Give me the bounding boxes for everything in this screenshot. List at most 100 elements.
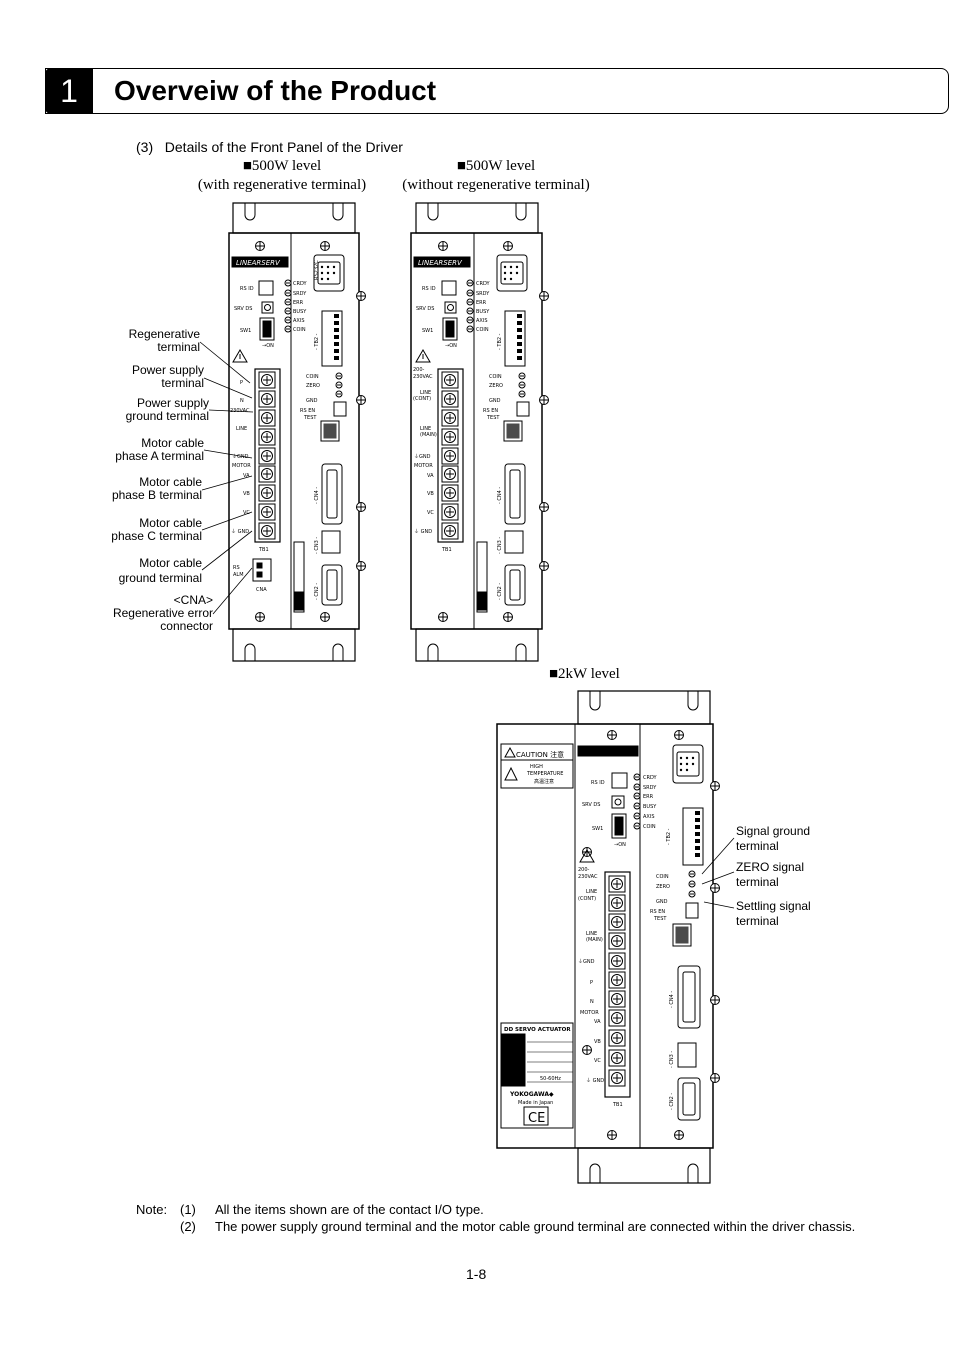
svg-text:ERR: ERR [476,300,487,306]
svg-text:(CONT): (CONT) [578,896,596,902]
svg-text:CRDY: CRDY [476,281,491,287]
svg-text:COIN: COIN [293,327,306,333]
svg-text:RS EN: RS EN [483,408,498,414]
svg-text:TEST: TEST [303,415,317,421]
svg-text:COIN: COIN [489,374,502,380]
svg-text:200-: 200- [578,867,590,873]
notes-label: Note: [136,1202,168,1217]
svg-text:RS: RS [233,565,240,571]
svg-text:VA: VA [243,473,250,479]
svg-text:TEST: TEST [486,415,500,421]
svg-text:COIN: COIN [476,327,489,333]
svg-text:(MAIN): (MAIN) [586,937,603,943]
callout-regenerative-terminal: Regenerative terminal [128,327,200,354]
svg-text:- CN2 -: - CN2 - [669,1093,675,1110]
svg-text:⏚ GND: ⏚ GND [586,1077,604,1084]
svg-text:N: N [240,398,244,404]
svg-text:200-: 200- [413,367,425,373]
svg-text:DD SERVO ACTUATOR: DD SERVO ACTUATOR [504,1027,571,1033]
svg-text:LINE: LINE [420,426,431,432]
svg-text:- TB2 -: - TB2 - [666,828,672,845]
svg-text:230VAC: 230VAC [230,408,250,414]
callout-power-supply-ground-terminal: Power supply ground terminal [125,396,209,423]
svg-text:SW1: SW1 [422,328,433,334]
svg-text:→ON: →ON [445,343,457,349]
callout-settling-signal-terminal: Settling signal terminal [736,899,811,928]
svg-text:(CONT): (CONT) [413,396,431,402]
svg-text:SRV DS: SRV DS [234,306,252,312]
right-callout-leaders [701,837,735,909]
svg-text:CRDY: CRDY [643,775,658,781]
svg-text:CE: CE [528,1111,545,1126]
svg-text:ZERO: ZERO [306,383,320,389]
svg-text:CAUTION 注意: CAUTION 注意 [516,750,564,759]
svg-text:P: P [590,980,593,986]
svg-text:- CN4 -: - CN4 - [669,991,675,1008]
callout-motor-phase-a-terminal: Motor cable phase A terminal [115,436,204,463]
svg-text:ERR: ERR [643,794,654,800]
svg-text:⏚GND: ⏚GND [232,453,249,460]
callout-zero-signal-terminal: ZERO signal terminal [736,860,805,889]
panel-title-500w-with: ■500W level [242,158,322,174]
svg-text:- CN2 -: - CN2 - [497,583,503,600]
driver-500w-without-regen: LINEARSERV RS ID SRV DS SW1 →ON CRDYSRDY… [410,202,549,662]
svg-text:- TB2 -: - TB2 - [497,333,503,350]
svg-text:230VAC: 230VAC [413,374,433,380]
svg-text:ALM: ALM [233,572,244,578]
svg-text:(MAIN): (MAIN) [420,432,437,438]
svg-text:⏚ GND: ⏚ GND [231,528,249,535]
svg-text:AXIS: AXIS [476,318,488,324]
svg-text:COIN: COIN [306,374,319,380]
driver-500w-with-regen: LINEARSERV RS ID SRV DS SW1 →ON CRDYSRDY… [228,202,366,662]
svg-text:→ON: →ON [262,343,274,349]
chapter-number: 1 [45,68,93,114]
svg-text:LINE: LINE [420,390,431,396]
page-title: Overveiw of the Product [114,75,437,106]
svg-text:SRDY: SRDY [643,785,657,791]
driver-2kw: CAUTION 注意 HIGH TEMPERATURE 高温注意 DD SERV… [496,690,720,1184]
svg-text:LINEARSERV: LINEARSERV [418,259,463,267]
callout-signal-ground-terminal: Signal ground terminal [736,824,811,853]
svg-text:CRDY: CRDY [293,281,308,287]
svg-text:BUSY: BUSY [293,309,307,315]
page-number: 1-8 [466,1266,487,1282]
svg-text:RS EN: RS EN [300,408,315,414]
svg-text:ZERO: ZERO [656,884,670,890]
svg-text:TB1: TB1 [258,547,269,553]
svg-text:VB: VB [243,491,250,497]
svg-text:VC: VC [243,510,250,516]
svg-text:VC: VC [594,1058,601,1064]
svg-text:HIGH: HIGH [530,764,543,770]
svg-text:- CN4 -: - CN4 - [497,487,503,504]
svg-text:TB1: TB1 [612,1102,623,1108]
svg-text:- CN4 -: - CN4 - [314,487,320,504]
svg-text:COIN: COIN [656,874,669,880]
svg-text:RS ID: RS ID [422,286,436,292]
svg-text:MOTOR: MOTOR [232,463,251,469]
note-2-number: (2) [180,1219,196,1234]
svg-text:SRDY: SRDY [476,291,490,297]
panel-subtitle-500w-without: (without regenerative terminal) [402,177,590,193]
left-callout-leaders [199,341,254,615]
svg-text:ERR: ERR [293,300,304,306]
note-2-text: The power supply ground terminal and the… [215,1219,856,1234]
svg-text:RS232C: RS232C [314,260,320,280]
note-1-text: All the items shown are of the contact I… [215,1202,484,1217]
svg-text:GND: GND [306,398,318,404]
svg-text:VA: VA [427,473,434,479]
svg-text:P: P [240,380,243,386]
svg-text:VC: VC [427,510,434,516]
svg-text:RS ID: RS ID [591,780,605,786]
svg-text:- CN3 -: - CN3 - [314,537,320,554]
svg-text:230VAC: 230VAC [578,874,598,880]
callout-power-supply-terminal: Power supply terminal [131,363,204,390]
svg-text:MOTOR: MOTOR [414,463,433,469]
svg-text:高温注意: 高温注意 [534,778,554,785]
svg-text:LINE: LINE [236,426,247,432]
svg-text:- CN3 -: - CN3 - [497,537,503,554]
svg-text:TB1: TB1 [441,547,452,553]
svg-text:VA: VA [594,1019,601,1025]
svg-text:CNA: CNA [256,587,267,593]
svg-text:COIN: COIN [643,824,656,830]
